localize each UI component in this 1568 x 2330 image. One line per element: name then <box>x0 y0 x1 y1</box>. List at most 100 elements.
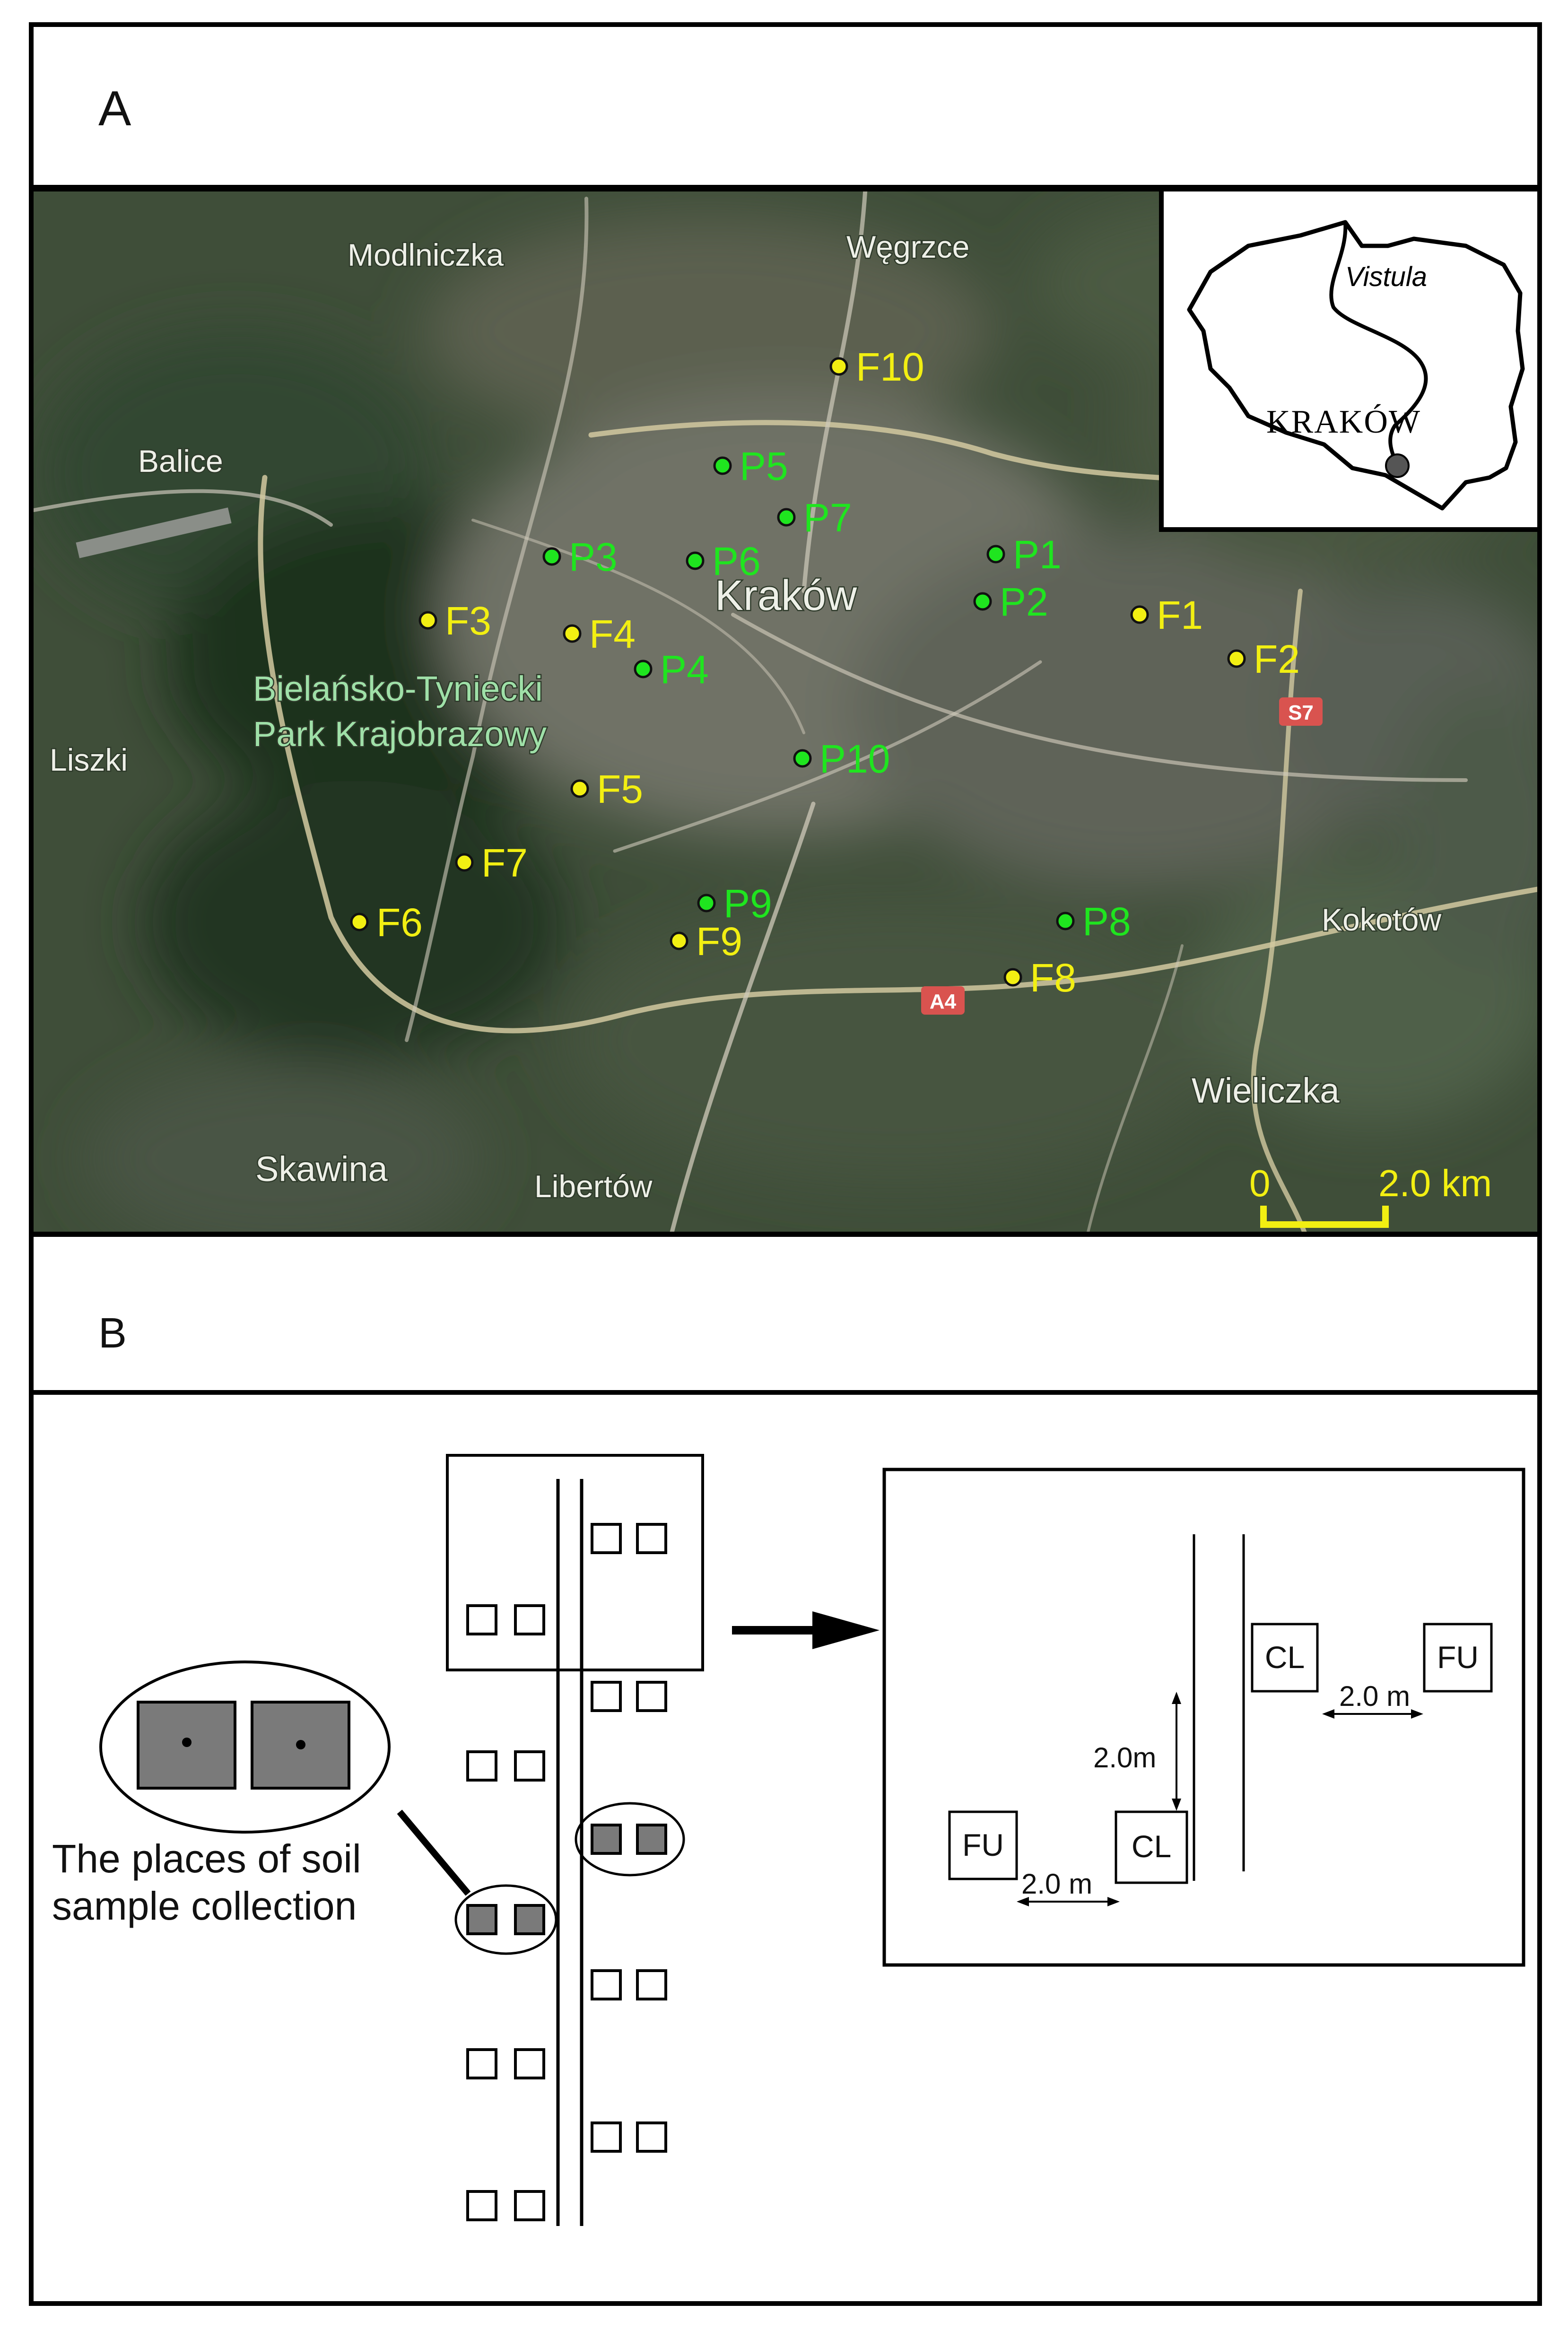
site-marker-p3: P3 <box>542 535 618 579</box>
scale-bar: 0 2.0 km <box>1249 1162 1492 1228</box>
sampled-plots <box>466 1824 667 1935</box>
site-label: P4 <box>660 647 709 692</box>
site-dot <box>455 853 474 872</box>
sampled-plot <box>466 1904 497 1935</box>
map-frame <box>29 187 1542 1236</box>
plot-square <box>466 2190 497 2221</box>
inset-city-label: KRAKÓW <box>1266 404 1421 440</box>
place-label-modlniczka: Modlniczka <box>348 237 504 272</box>
place-label-balice: Balice <box>138 443 223 478</box>
vistula-river <box>1329 222 1428 467</box>
site-marker-f8: F8 <box>1003 956 1076 1000</box>
place-label-wegrzce: Węgrzce <box>846 229 969 264</box>
poland-outline <box>1187 220 1525 511</box>
inset-river-label: Vistula <box>1345 261 1427 292</box>
site-label: F6 <box>376 900 423 945</box>
site-label: P1 <box>1013 532 1062 577</box>
plot-square <box>514 2048 545 2079</box>
panel-a-label: A <box>98 81 131 136</box>
site-marker-p5: P5 <box>713 444 788 488</box>
sample-legend: The places of soil sample collection <box>52 1661 471 1928</box>
svg-text:S7: S7 <box>1288 701 1314 724</box>
legend-text-line2: sample collection <box>52 1884 357 1928</box>
place-label-kokotow: Kokotów <box>1322 902 1441 937</box>
site-label: P3 <box>569 535 618 579</box>
site-marker-p10: P10 <box>793 737 890 781</box>
plot-square <box>591 1969 622 2000</box>
site-marker-f2: F2 <box>1227 637 1300 681</box>
detail-cl-label-upper: CL <box>1265 1640 1305 1675</box>
place-label-skawina: Skawina <box>255 1149 388 1189</box>
scheme-zoom-frame <box>446 1454 704 1671</box>
site-marker-f9: F9 <box>670 919 742 964</box>
site-dot <box>1056 912 1075 930</box>
plot-square <box>636 1969 667 2000</box>
site-label: P7 <box>803 496 852 540</box>
plot-square <box>591 2121 622 2153</box>
site-dot <box>670 931 688 950</box>
place-labels: Modlniczka Węgrzce Balice Kraków Bielańs… <box>49 228 1443 1205</box>
inset-map: Vistula KRAKÓW <box>1159 187 1542 532</box>
site-dot <box>973 592 992 611</box>
site-dot <box>697 894 716 913</box>
site-label: F2 <box>1254 637 1300 681</box>
detail-cl-plot-lower <box>1115 1810 1188 1884</box>
plot-square <box>591 1523 622 1554</box>
site-dot <box>1227 649 1246 668</box>
dimension-label-horizontal-upper: 2.0 m <box>1339 1680 1410 1712</box>
site-dot <box>634 660 653 678</box>
detail-dimension-horizontal-upper: 2.0 m <box>1322 1680 1423 1719</box>
legend-text-line1: The places of soil <box>52 1836 361 1881</box>
legend-plot-right <box>251 1701 350 1790</box>
place-label-liszki: Liszki <box>50 742 128 777</box>
plot-square <box>466 2048 497 2079</box>
legend-ellipse <box>99 1661 391 1834</box>
site-marker-p6: P6 <box>686 539 761 583</box>
detail-fu-label-lower: FU <box>962 1827 1004 1862</box>
site-dot <box>418 611 437 630</box>
site-marker-f3: F3 <box>418 599 491 643</box>
site-dot <box>570 779 589 798</box>
road-network <box>31 189 1540 1234</box>
site-marker-f7: F7 <box>455 841 528 885</box>
site-marker-f4: F4 <box>563 612 636 656</box>
airport-runway <box>76 507 232 558</box>
svg-text:A4: A4 <box>930 990 957 1013</box>
sampled-plots-ring-lower <box>454 1884 558 1955</box>
detail-cl-plot-upper <box>1251 1623 1319 1693</box>
panel-b-label: B <box>98 1310 127 1357</box>
site-label: F7 <box>481 841 528 885</box>
site-dot <box>350 913 369 931</box>
site-dot <box>686 551 705 570</box>
scale-bar-end: 2.0 km <box>1378 1162 1492 1204</box>
site-label: P10 <box>819 737 890 781</box>
plot-square <box>636 2121 667 2153</box>
plot-square <box>466 1604 497 1635</box>
plot-square <box>591 1681 622 1712</box>
place-label-libertow: Libertów <box>534 1169 653 1204</box>
detail-fu-plot-upper <box>1423 1623 1493 1693</box>
plot-pairs <box>466 1523 667 2221</box>
site-dot <box>793 749 812 768</box>
site-label: P8 <box>1082 899 1131 944</box>
sampled-plot <box>514 1904 545 1935</box>
site-dot <box>542 547 561 566</box>
satellite-map: Modlniczka Węgrzce Balice Kraków Bielańs… <box>31 189 1540 1234</box>
plot-square <box>636 1523 667 1554</box>
sampling-scheme: The places of soil sample collection CL … <box>52 1454 1525 2226</box>
site-dot <box>829 357 848 376</box>
scale-bar-line <box>1260 1206 1389 1228</box>
site-dot <box>713 456 732 475</box>
dimension-label-vertical: 2.0m <box>1093 1742 1156 1774</box>
zoom-detail: CL FU FU CL 2.0m 2.0 m <box>882 1468 1525 1967</box>
plot-square <box>514 1750 545 1782</box>
plot-square <box>636 1681 667 1712</box>
dimension-label-horizontal-lower: 2.0 m <box>1021 1868 1092 1900</box>
site-label: F3 <box>445 599 491 643</box>
site-dot <box>1130 605 1149 624</box>
site-label: P2 <box>1000 580 1048 624</box>
inset-frame <box>1159 187 1542 532</box>
site-marker-f6: F6 <box>350 900 423 945</box>
road-shield-s7: S7 <box>1279 697 1323 726</box>
